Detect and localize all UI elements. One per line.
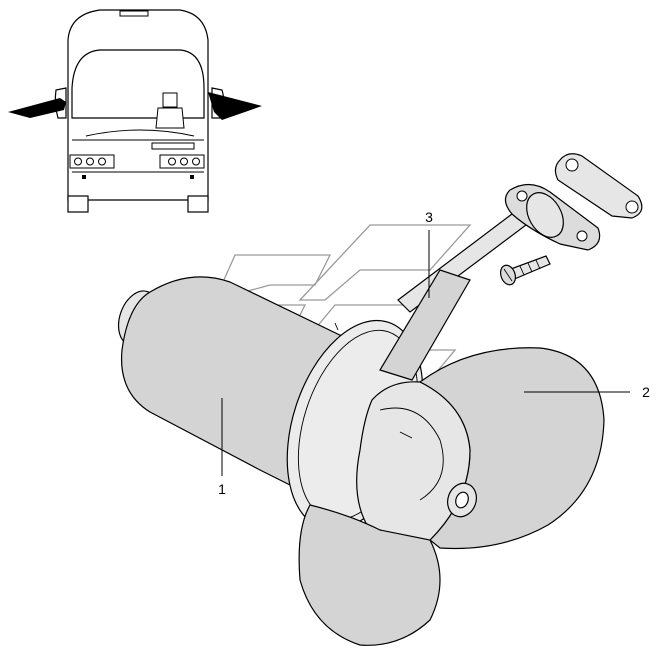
leader-lines bbox=[221, 230, 630, 476]
mounting-bracket-part bbox=[379, 153, 643, 381]
callout-part-2: 2 bbox=[642, 384, 650, 400]
location-arrow-icon bbox=[208, 92, 262, 120]
callout-part-1: 1 bbox=[218, 481, 226, 497]
bus-front-view-icon bbox=[8, 9, 262, 213]
screw-icon bbox=[499, 255, 551, 286]
location-arrow-icon bbox=[8, 98, 66, 118]
horn-trumpet-part bbox=[298, 347, 605, 646]
callout-part-3: 3 bbox=[425, 209, 433, 225]
driver-seat-icon bbox=[155, 92, 185, 129]
